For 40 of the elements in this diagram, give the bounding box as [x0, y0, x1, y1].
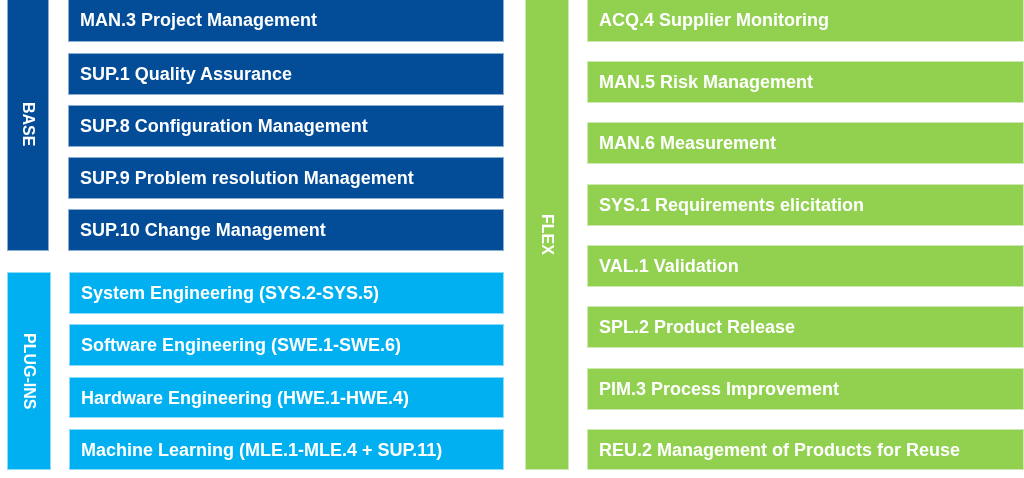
process-label: ACQ.4 Supplier Monitoring — [599, 9, 829, 31]
process-bar — [69, 272, 504, 314]
process-label: SUP.9 Problem resolution Management — [80, 167, 414, 189]
process-bar — [69, 324, 504, 366]
process-bar — [587, 429, 1024, 470]
group-label: PLUG-INS — [20, 332, 39, 410]
process-label: MAN.5 Risk Management — [599, 71, 814, 93]
process-label: SYS.1 Requirements elicitation — [599, 194, 865, 216]
process-bar — [587, 245, 1024, 287]
process-bar — [68, 105, 504, 147]
group-label: FLEX — [538, 213, 557, 255]
process-bar — [68, 157, 504, 199]
process-label: MAN.6 Measurement — [599, 132, 777, 154]
process-bar — [587, 61, 1024, 103]
process-bar — [68, 209, 504, 251]
process-label: Machine Learning (MLE.1-MLE.4 + SUP.11) — [81, 438, 443, 461]
process-bar — [587, 122, 1024, 164]
process-bar — [587, 368, 1024, 410]
process-label: MAN.3 Project Management — [80, 9, 318, 31]
process-label: SUP.8 Configuration Management — [80, 115, 368, 137]
process-bar — [68, 0, 504, 42]
process-label: VAL.1 Validation — [599, 255, 739, 277]
process-bar — [69, 429, 504, 470]
group-label: BASE — [19, 102, 38, 147]
group-band — [525, 0, 569, 470]
process-label: SUP.1 Quality Assurance — [80, 63, 293, 85]
process-bar — [69, 377, 504, 418]
process-label: Software Engineering (SWE.1-SWE.6) — [81, 334, 402, 356]
process-label: SPL.2 Product Release — [599, 316, 796, 338]
process-bar — [68, 53, 504, 95]
process-label: PIM.3 Process Improvement — [599, 378, 840, 400]
process-bar — [587, 0, 1024, 42]
process-label: SUP.10 Change Management — [80, 219, 326, 241]
group-band — [7, 272, 51, 470]
process-bar — [587, 306, 1024, 348]
group-band — [7, 0, 49, 251]
process-bar — [587, 184, 1024, 226]
process-label: System Engineering (SYS.2-SYS.5) — [81, 282, 380, 304]
process-label: REU.2 Management of Products for Reuse — [599, 438, 961, 461]
process-label: Hardware Engineering (HWE.1-HWE.4) — [81, 386, 410, 409]
